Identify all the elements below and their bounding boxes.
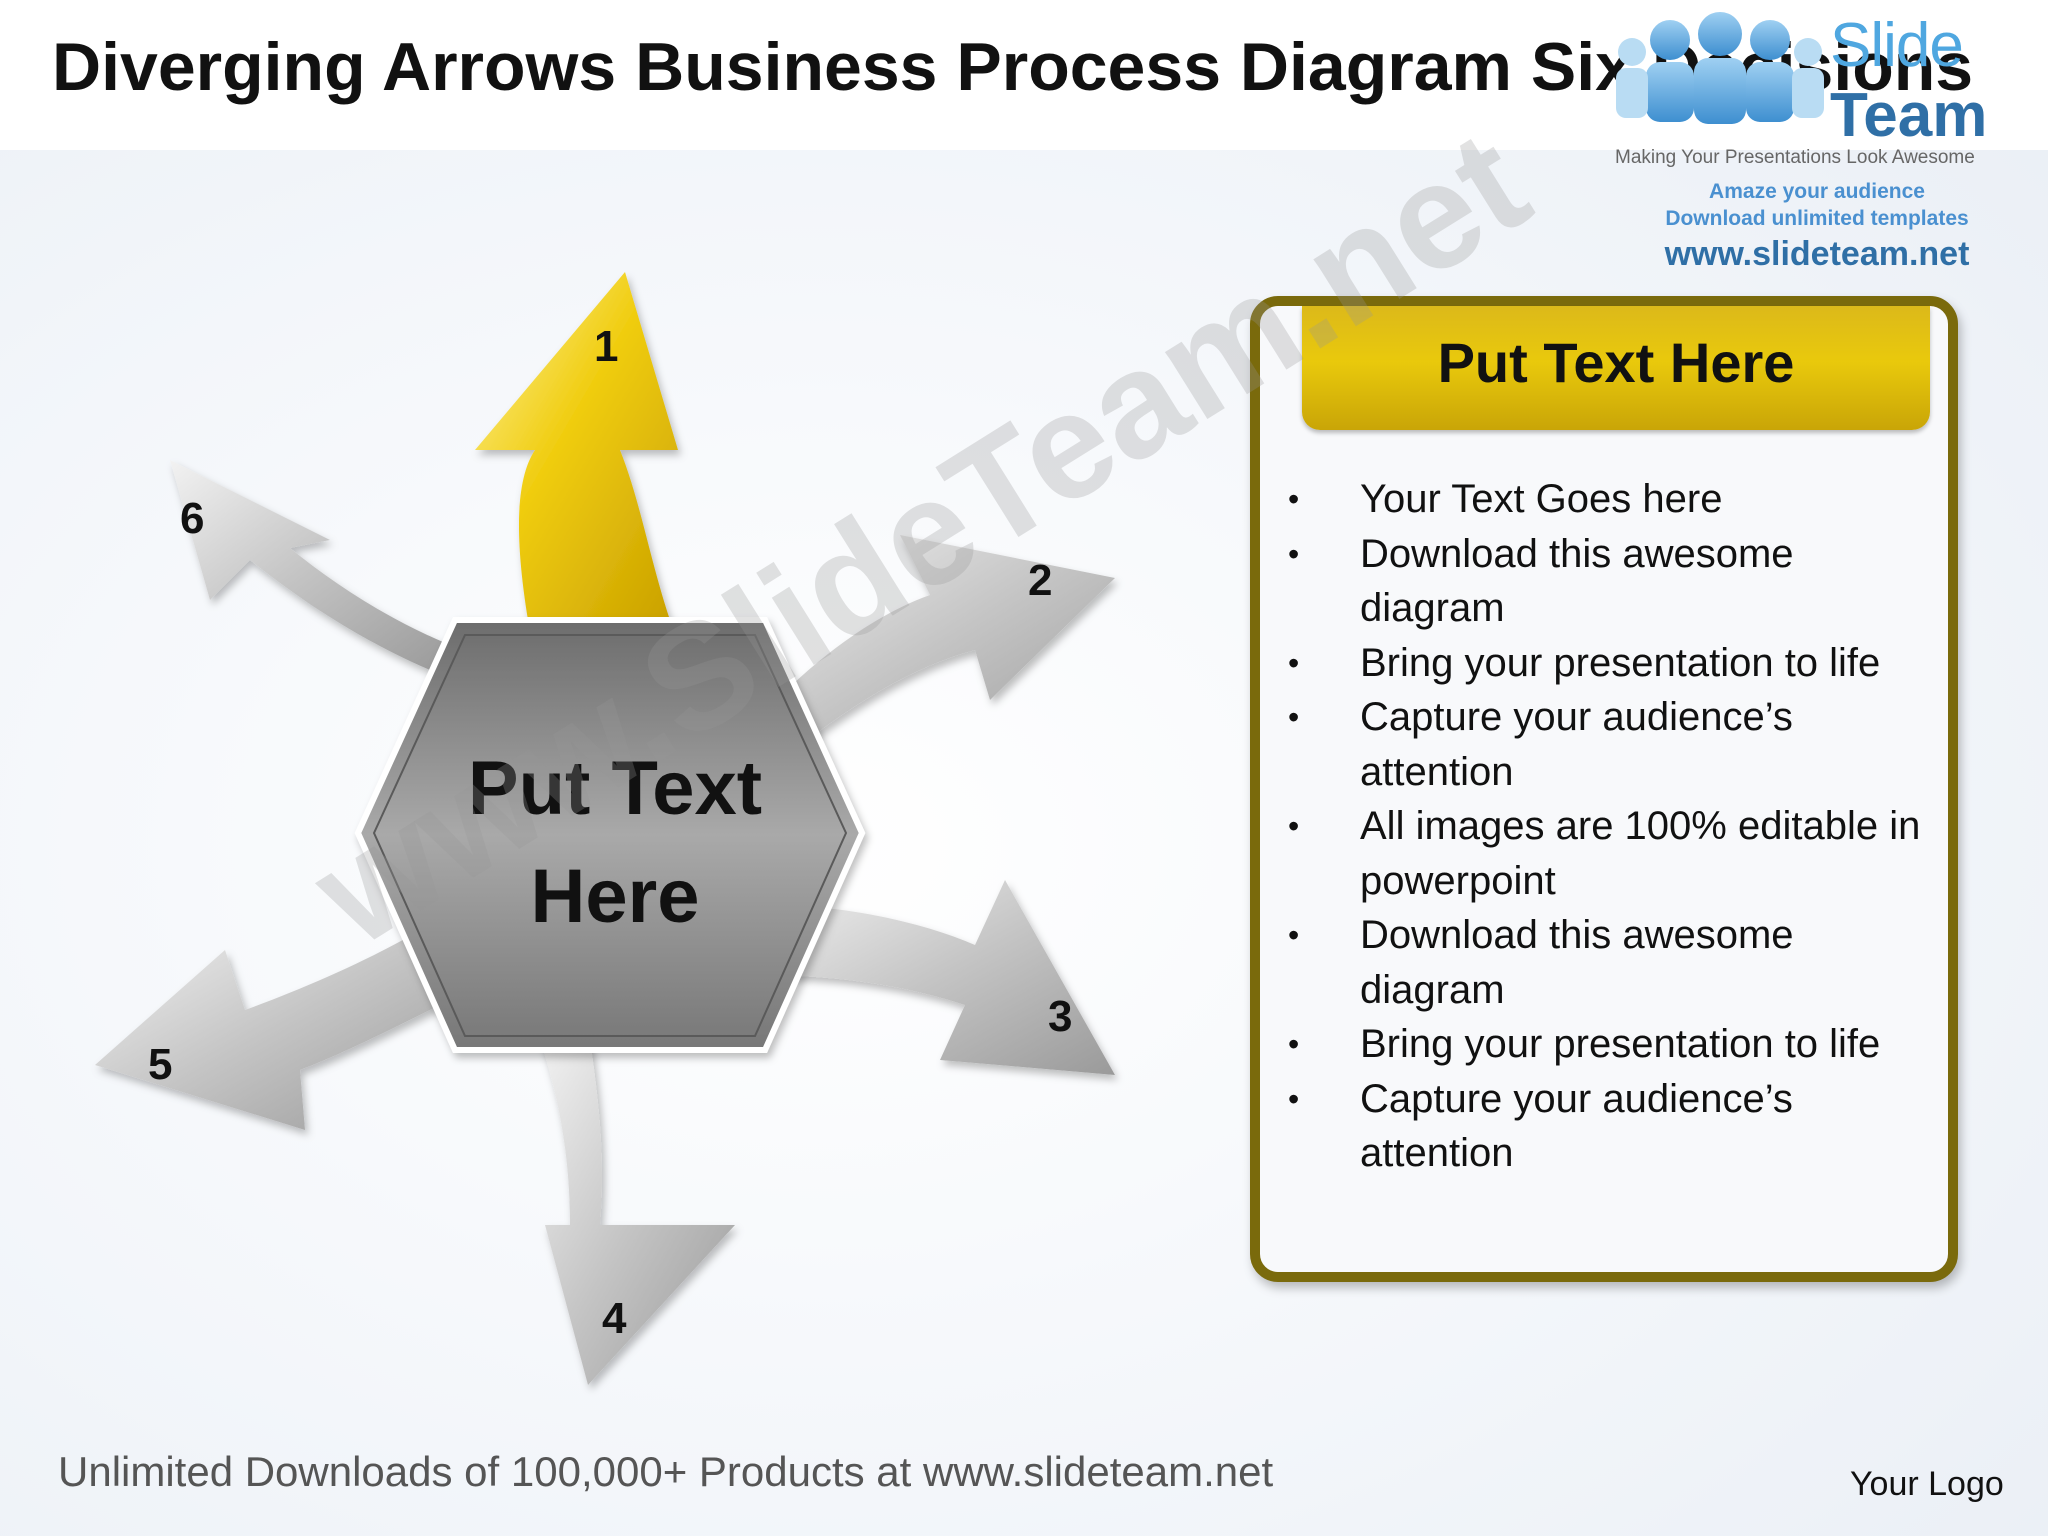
bullet-item: Download this awesome diagram bbox=[1288, 527, 1948, 636]
bullet-list: Your Text Goes here Download this awesom… bbox=[1288, 472, 1948, 1181]
arrow-2-number: 2 bbox=[1028, 556, 1053, 605]
logo-placeholder: Your Logo bbox=[1850, 1465, 2004, 1503]
arrow-1-number: 1 bbox=[594, 322, 619, 371]
people-logo-icon bbox=[1616, 12, 1824, 124]
bullet-item: Download this awesome diagram bbox=[1288, 908, 1948, 1017]
footer-promo-text: Unlimited Downloads of 100,000+ Products… bbox=[58, 1448, 1274, 1495]
bullet-item: Your Text Goes here bbox=[1288, 472, 1948, 527]
bullet-item: All images are 100% editable in powerpoi… bbox=[1288, 799, 1948, 908]
panel-header-text: Put Text Here bbox=[1437, 331, 1795, 394]
brand-name-bottom: Team bbox=[1830, 81, 1988, 150]
bullet-item: Capture your audience’s attention bbox=[1288, 1072, 1948, 1181]
bullet-item: Bring your presentation to life bbox=[1288, 1017, 1948, 1072]
arrow-1[interactable] bbox=[475, 272, 678, 620]
arrow-3[interactable] bbox=[760, 880, 1115, 1075]
arrow-4-number: 4 bbox=[602, 1294, 627, 1343]
bullet-item: Capture your audience’s attention bbox=[1288, 690, 1948, 799]
brand-url-link[interactable]: www.slideteam.net bbox=[1664, 235, 1970, 273]
panel-header: Put Text Here bbox=[1302, 306, 1930, 430]
arrow-3-number: 3 bbox=[1048, 992, 1073, 1041]
brand-promo-line-1: Amaze your audience bbox=[1709, 180, 1925, 203]
brand-logo[interactable]: Slide Team Making Your Presentations Loo… bbox=[1610, 10, 2030, 273]
diverging-arrows-diagram bbox=[95, 272, 1115, 1385]
center-hexagon-inner bbox=[372, 634, 848, 1037]
arrow-6-number: 6 bbox=[180, 494, 205, 543]
center-hexagon[interactable] bbox=[354, 617, 866, 1053]
center-label: Put Text Here bbox=[467, 746, 763, 939]
arrow-6[interactable] bbox=[170, 460, 450, 670]
bullet-item: Bring your presentation to life bbox=[1288, 636, 1948, 691]
arrow-5[interactable] bbox=[95, 930, 450, 1130]
brand-name-top: Slide bbox=[1830, 11, 1964, 80]
arrow-4[interactable] bbox=[540, 1040, 735, 1385]
brand-promo-line-2: Download unlimited templates bbox=[1665, 207, 1969, 230]
brand-tagline: Making Your Presentations Look Awesome bbox=[1615, 147, 1975, 168]
arrow-2[interactable] bbox=[740, 535, 1115, 770]
info-panel: Put Text Here Your Text Goes here Downlo… bbox=[1250, 296, 1958, 1282]
arrow-5-number: 5 bbox=[148, 1040, 173, 1089]
